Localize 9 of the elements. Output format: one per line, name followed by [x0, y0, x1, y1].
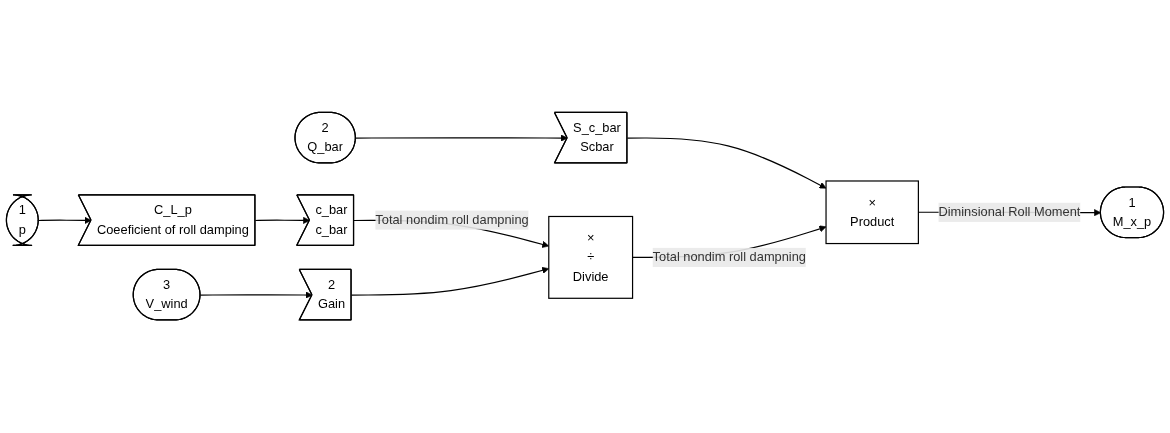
arrow [199, 291, 313, 299]
arrow [355, 134, 568, 142]
edge-label: Total nondim roll dampning [375, 213, 529, 227]
edge-label: Diminsional Roll Moment [938, 205, 1081, 219]
node-box: × ÷ Divide [548, 216, 634, 300]
arrow [626, 137, 827, 189]
node-box: × Product [825, 180, 919, 245]
arrow [38, 217, 92, 225]
edge-label: Total nondim roll dampning [652, 250, 806, 265]
